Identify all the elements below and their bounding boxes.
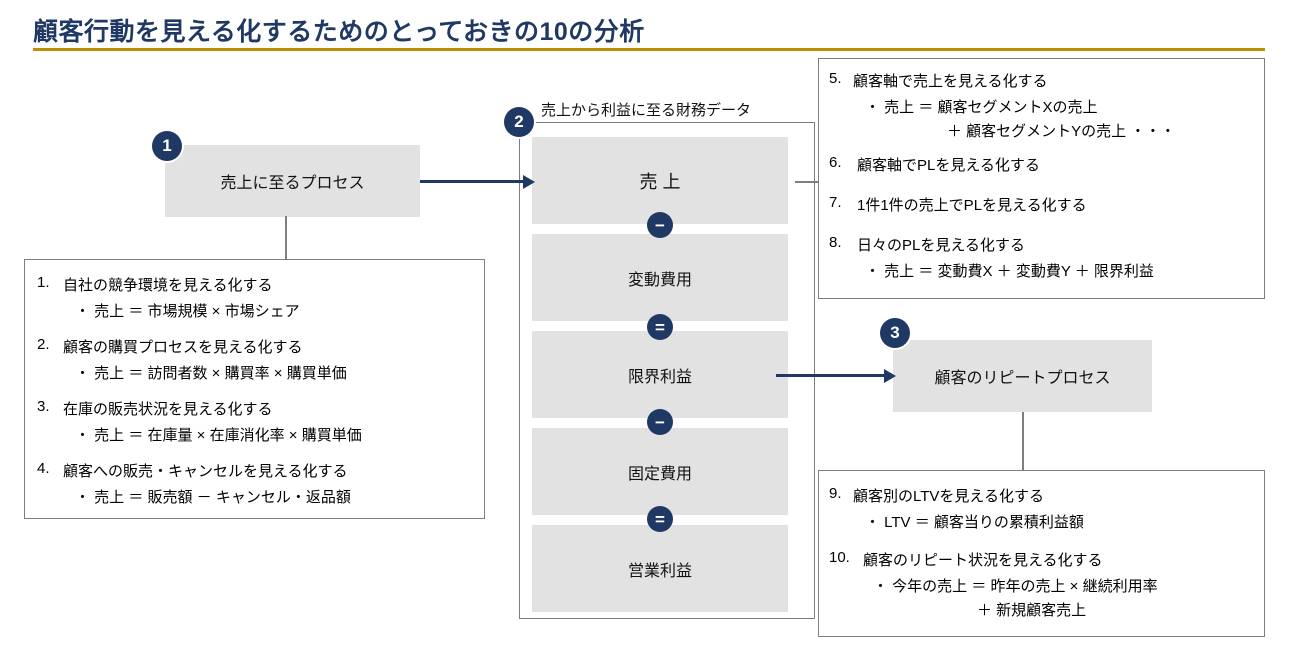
list-item[interactable]: 5. 顧客軸で売上を見える化する ・ 売上 ＝ 顧客セグメントXの売上 ＋ 顧客… xyxy=(829,70,1264,142)
node-process-sales-label: 売上に至るプロセス xyxy=(220,175,365,192)
list-item[interactable]: 10. 顧客のリピート状況を見える化する ・ 今年の売上 ＝ 昨年の売上 × 継… xyxy=(829,549,1264,623)
list-item-formula: ・ 売上 ＝ 市場規模 × 市場シェア xyxy=(75,303,300,320)
list-item-formula-cont: ＋ 新規顧客売上 xyxy=(977,602,1087,619)
panel-items-5-8: 5. 顧客軸で売上を見える化する ・ 売上 ＝ 顧客セグメントXの売上 ＋ 顧客… xyxy=(818,58,1265,299)
list-item-heading: 顧客別のLTVを見える化する xyxy=(853,488,1044,505)
panel-items-9-10: 9. 顧客別のLTVを見える化する ・ LTV ＝ 顧客当りの累積利益額 10.… xyxy=(818,470,1265,637)
financial-row-sales-label: 売 上 xyxy=(639,171,681,192)
list-item[interactable]: 2. 顧客の購買プロセスを見える化する ・ 売上 ＝ 訪問者数 × 購買率 × … xyxy=(37,336,484,388)
connector-box3-to-bottom-panel xyxy=(1022,412,1024,470)
list-item-heading: 在庫の販売状況を見える化する xyxy=(63,401,273,418)
badge-1-label: 1 xyxy=(162,136,172,155)
list-item-heading: 1件1件の売上でPLを見える化する xyxy=(857,197,1087,214)
list-item[interactable]: 1. 自社の競争環境を見える化する ・ 売上 ＝ 市場規模 × 市場シェア xyxy=(37,274,484,326)
financial-row-operating-profit-label: 営業利益 xyxy=(627,562,692,580)
connector-financial-to-top-panel xyxy=(795,181,823,183)
list-item-heading: 顧客の購買プロセスを見える化する xyxy=(63,339,303,356)
operator-equals-icon-2: = xyxy=(647,506,673,532)
list-item-formula: ・ 売上 ＝ 変動費X ＋ 変動費Y ＋ 限界利益 xyxy=(865,263,1154,280)
operator-3-glyph: − xyxy=(655,412,665,432)
node-process-repeat[interactable]: 顧客のリピートプロセス xyxy=(893,340,1152,412)
node-process-sales[interactable]: 売上に至るプロセス xyxy=(165,145,420,217)
title-divider xyxy=(33,48,1265,51)
operator-equals-icon-1: = xyxy=(647,314,673,340)
operator-minus-icon-2: − xyxy=(647,409,673,435)
financial-row-marginal-profit[interactable]: 限界利益 xyxy=(532,331,788,418)
list-item[interactable]: 7. 1件1件の売上でPLを見える化する xyxy=(829,194,1264,221)
list-item-number: 4. xyxy=(37,460,50,477)
financial-row-operating-profit[interactable]: 営業利益 xyxy=(532,525,788,612)
list-item-heading: 日々のPLを見える化する xyxy=(857,237,1025,254)
list-item-formula: ・ 今年の売上 ＝ 昨年の売上 × 継続利用率 xyxy=(873,578,1158,595)
list-item-heading: 顧客への販売・キャンセルを見える化する xyxy=(63,463,348,480)
list-item-number: 7. xyxy=(829,194,842,211)
operator-1-glyph: − xyxy=(655,215,665,235)
financial-row-sales[interactable]: 売 上 xyxy=(532,137,788,224)
list-item-number: 6. xyxy=(829,154,842,171)
financial-row-fixed-cost-label: 固定費用 xyxy=(627,465,692,483)
list-item-formula: ・ 売上 ＝ 顧客セグメントXの売上 xyxy=(865,99,1098,116)
operator-2-glyph: = xyxy=(655,317,665,337)
page-title: 顧客行動を見える化するためのとっておきの10の分析 xyxy=(33,18,645,46)
list-item-number: 9. xyxy=(829,485,842,502)
list-item-heading: 顧客のリピート状況を見える化する xyxy=(863,552,1103,569)
badge-1: 1 xyxy=(152,131,182,161)
list-item-formula: ・ LTV ＝ 顧客当りの累積利益額 xyxy=(865,514,1084,531)
list-item-heading: 自社の競争環境を見える化する xyxy=(63,277,273,294)
list-item-number: 5. xyxy=(829,70,842,87)
arrow-marginal-to-repeat-head xyxy=(884,368,896,383)
list-item[interactable]: 3. 在庫の販売状況を見える化する ・ 売上 ＝ 在庫量 × 在庫消化率 × 購… xyxy=(37,398,484,450)
list-item-number: 8. xyxy=(829,234,842,251)
financial-row-marginal-profit-label: 限界利益 xyxy=(627,368,692,386)
operator-minus-icon-1: − xyxy=(647,212,673,238)
list-item-formula: ・ 売上 ＝ 販売額 － キャンセル・返品額 xyxy=(75,489,351,506)
list-item-number: 1. xyxy=(37,274,50,291)
arrow-sales-process-to-financial-body xyxy=(420,180,525,183)
list-item-formula: ・ 売上 ＝ 訪問者数 × 購買率 × 購買単価 xyxy=(75,365,347,382)
list-item-number: 10. xyxy=(829,549,850,566)
list-item-heading: 顧客軸で売上を見える化する xyxy=(853,73,1048,90)
list-item[interactable]: 6. 顧客軸でPLを見える化する xyxy=(829,154,1264,181)
list-item-number: 2. xyxy=(37,336,50,353)
panel-items-1-4: 1. 自社の競争環境を見える化する ・ 売上 ＝ 市場規模 × 市場シェア 2.… xyxy=(24,259,485,519)
connector-box1-to-left-panel xyxy=(285,216,287,260)
badge-2: 2 xyxy=(504,107,534,137)
list-item-formula-cont: ＋ 顧客セグメントYの売上 ・・・ xyxy=(947,123,1176,140)
node-process-repeat-label: 顧客のリピートプロセス xyxy=(934,370,1111,387)
arrow-marginal-to-repeat-body xyxy=(776,374,886,377)
badge-3-label: 3 xyxy=(890,323,900,342)
arrow-sales-process-to-financial-head xyxy=(523,174,535,189)
badge-3: 3 xyxy=(880,318,910,348)
badge-2-label: 2 xyxy=(514,112,524,131)
financial-caption: 売上から利益に至る財務データ xyxy=(541,102,752,119)
operator-4-glyph: = xyxy=(655,509,665,529)
list-item-formula: ・ 売上 ＝ 在庫量 × 在庫消化率 × 購買単価 xyxy=(75,427,362,444)
list-item[interactable]: 8. 日々のPLを見える化する ・ 売上 ＝ 変動費X ＋ 変動費Y ＋ 限界利… xyxy=(829,234,1264,284)
list-item[interactable]: 4. 顧客への販売・キャンセルを見える化する ・ 売上 ＝ 販売額 － キャンセ… xyxy=(37,460,484,512)
financial-bracket xyxy=(519,122,815,619)
list-item-heading: 顧客軸でPLを見える化する xyxy=(857,157,1040,174)
financial-row-variable-cost-label: 変動費用 xyxy=(627,271,692,289)
list-item-number: 3. xyxy=(37,398,50,415)
financial-row-variable-cost[interactable]: 変動費用 xyxy=(532,234,788,321)
list-item[interactable]: 9. 顧客別のLTVを見える化する ・ LTV ＝ 顧客当りの累積利益額 xyxy=(829,485,1264,537)
financial-row-fixed-cost[interactable]: 固定費用 xyxy=(532,428,788,515)
